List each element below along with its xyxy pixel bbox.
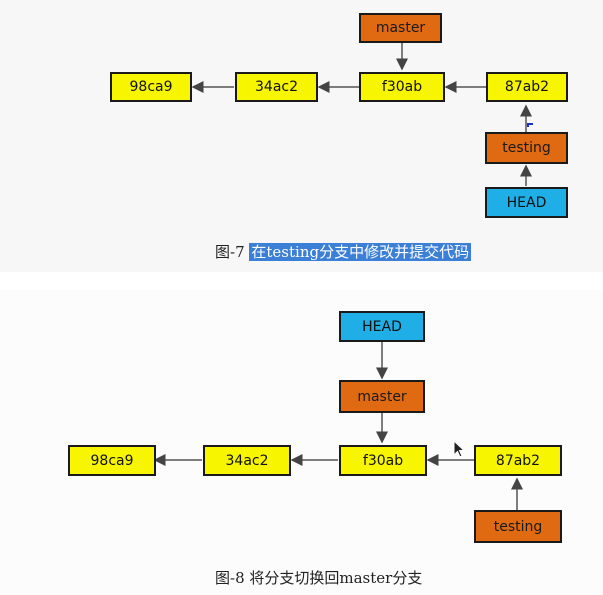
commit-34ac2: 34ac2 (235, 72, 318, 102)
commit-87ab2-fig8: 87ab2 (474, 445, 562, 476)
commit-87ab2: 87ab2 (486, 72, 568, 102)
branch-testing-fig8: testing (474, 510, 562, 543)
figure-7-caption: 图-7 在testing分支中修改并提交代码 (215, 241, 472, 262)
commit-f30ab: f30ab (359, 72, 445, 102)
figure-8-caption: 图-8 将分支切换回master分支 (215, 569, 423, 587)
figure-7-caption-prefix: 图-7 (215, 243, 245, 261)
branch-testing: testing (485, 132, 568, 164)
branch-master: master (359, 13, 442, 43)
commit-f30ab-fig8: f30ab (339, 445, 427, 476)
head-pointer: HEAD (485, 187, 568, 218)
commit-98ca9-fig8: 98ca9 (68, 445, 156, 476)
commit-98ca9: 98ca9 (110, 72, 192, 102)
figure-7-caption-highlight: 在testing分支中修改并提交代码 (249, 243, 472, 261)
head-pointer-fig8: HEAD (339, 311, 425, 342)
mouse-cursor-icon (453, 440, 466, 458)
figure-8-panel (0, 290, 603, 595)
commit-34ac2-fig8: 34ac2 (203, 445, 291, 476)
branch-master-fig8: master (339, 380, 425, 413)
